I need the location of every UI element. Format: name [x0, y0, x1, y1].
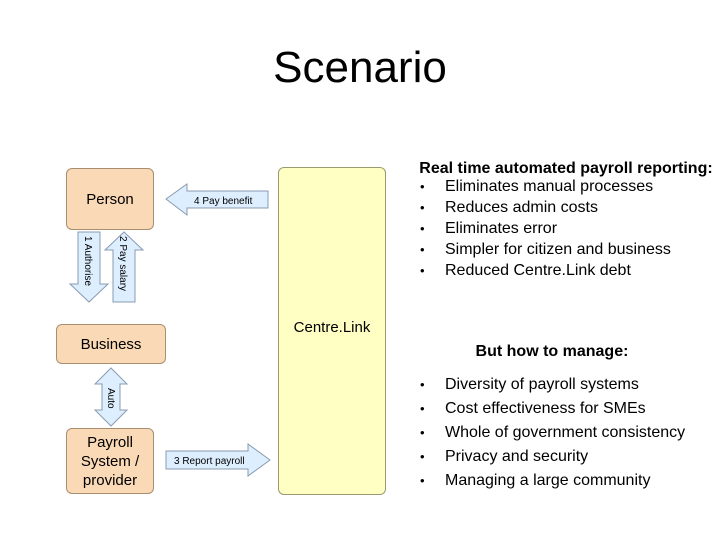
list-item: •Reduces admin costs	[420, 199, 598, 216]
business-box: Business	[56, 324, 166, 364]
list-item: •Diversity of payroll systems	[420, 376, 639, 393]
person-label: Person	[86, 190, 134, 208]
bullet-icon: •	[420, 263, 425, 278]
auto-label: Auto	[105, 388, 116, 409]
benefits-list: •Eliminates manual processes •Reduces ad…	[412, 178, 720, 280]
slide-title: Scenario	[273, 43, 447, 92]
list-item: •Simpler for citizen and business	[420, 241, 671, 258]
payroll-label-line-3: provider	[82, 471, 138, 489]
list-item: •Eliminates error	[420, 220, 558, 237]
list-item: •Eliminates manual processes	[420, 178, 654, 195]
bullet-icon: •	[420, 425, 425, 440]
pay-benefit-arrow	[165, 183, 269, 217]
payroll-label-line-1: Payroll	[87, 433, 133, 451]
bullet-icon: •	[420, 242, 425, 257]
list-item: •Reduced Centre.Link debt	[420, 262, 631, 279]
payroll-label-line-2: System /	[80, 452, 140, 470]
challenges-heading: But how to manage:	[475, 343, 629, 360]
authorise-arrow	[68, 231, 110, 303]
bullet-icon: •	[420, 377, 425, 392]
bullet-icon: •	[420, 221, 425, 236]
bullet-icon: •	[420, 401, 425, 416]
person-box: Person	[66, 168, 154, 230]
list-item: •Privacy and security	[420, 448, 589, 465]
challenges-list: •Diversity of payroll systems •Cost effe…	[412, 376, 720, 490]
centrelink-label: Centre.Link	[293, 319, 371, 336]
benefits-panel: Real time automated payroll reporting: •…	[412, 160, 720, 283]
bullet-icon: •	[420, 200, 425, 215]
pay-benefit-label: 4 Pay benefit	[194, 196, 253, 207]
bullet-icon: •	[420, 449, 425, 464]
pay-salary-label: 2 Pay salary	[117, 236, 128, 291]
bullet-icon: •	[420, 473, 425, 488]
list-item: •Managing a large community	[420, 472, 651, 489]
benefits-heading: Real time automated payroll reporting:	[419, 160, 713, 177]
auto-arrow	[93, 367, 129, 427]
report-payroll-arrow	[165, 443, 271, 477]
payroll-system-box: Payroll System / provider	[66, 428, 154, 494]
list-item: •Whole of government consistency	[420, 424, 686, 441]
challenges-panel: •Diversity of payroll systems •Cost effe…	[412, 376, 720, 496]
report-payroll-label: 3 Report payroll	[174, 456, 245, 467]
list-item: •Cost effectiveness for SMEs	[420, 400, 646, 417]
authorise-label: 1 Authorise	[82, 236, 93, 286]
pay-salary-arrow	[103, 231, 145, 303]
business-label: Business	[80, 335, 142, 353]
bullet-icon: •	[420, 179, 425, 194]
centrelink-box	[278, 167, 386, 495]
